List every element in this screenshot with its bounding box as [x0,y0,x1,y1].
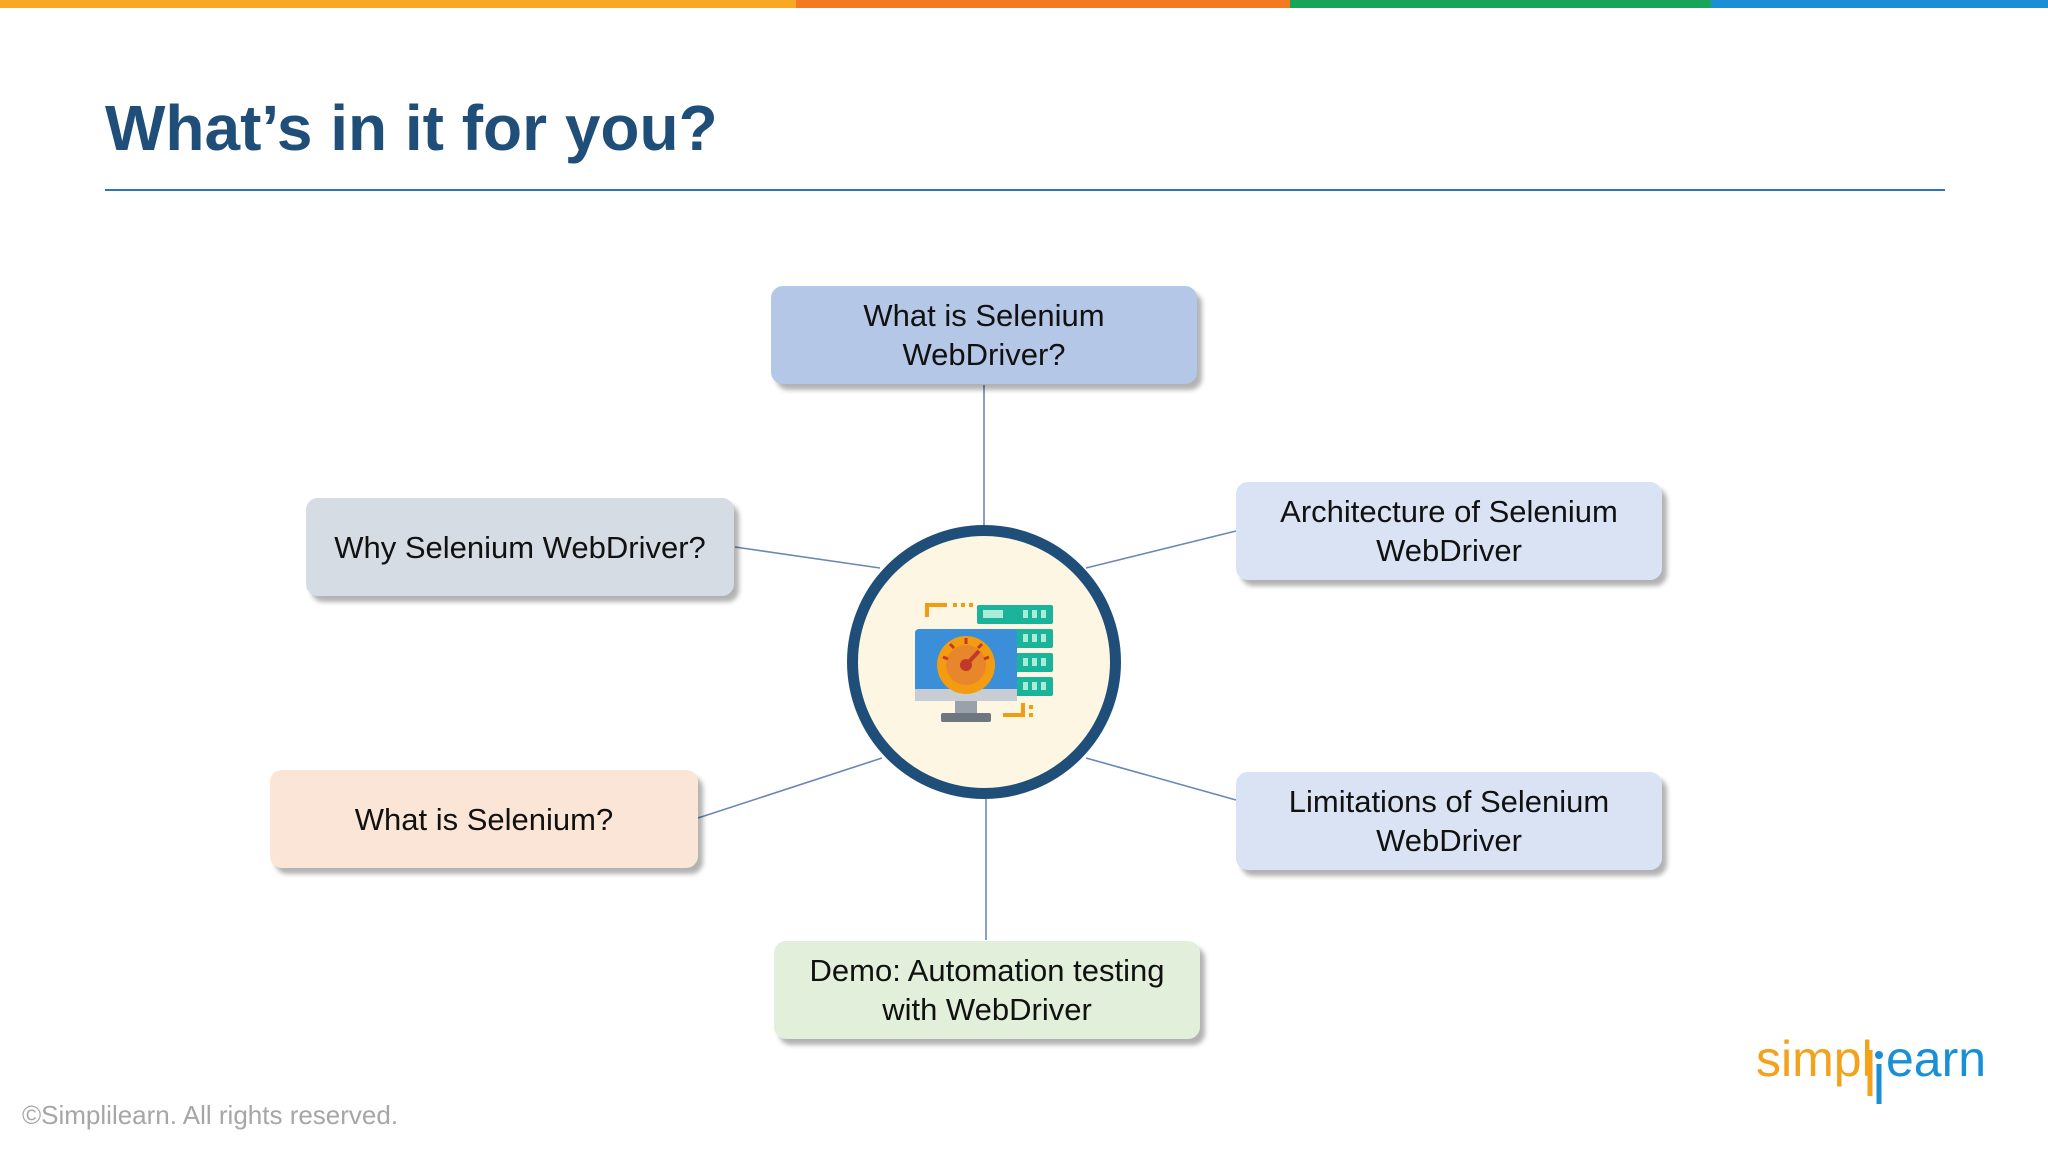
connector-lower-left [697,757,883,819]
node-architecture-of-selenium-webdriver: Architecture of Selenium WebDriver [1236,482,1662,580]
top-color-stripe [0,0,2048,8]
node-what-is-selenium-webdriver: What is Selenium WebDriver? [771,286,1197,384]
stripe-orange-yellow [0,0,796,8]
server-monitor-speedometer-icon [915,603,1053,722]
central-hub-circle [847,525,1121,799]
node-demo-automation-testing: Demo: Automation testing with WebDriver [774,941,1200,1039]
node-limitations-of-selenium-webdriver: Limitations of Selenium WebDriver [1236,772,1662,870]
simplilearn-logo: simpl earn [1756,1036,1986,1104]
title-underline [105,189,1945,191]
slide-title: What’s in it for you? [105,92,718,164]
stripe-green [1290,0,1711,8]
svg-text:simpl: simpl [1756,1036,1873,1087]
connector-upper-right [1085,530,1237,569]
connector-upper-left [734,546,881,569]
node-what-is-selenium: What is Selenium? [270,770,698,868]
stripe-orange [796,0,1290,8]
copyright-footer: ©Simplilearn. All rights reserved. [22,1100,399,1130]
svg-text:earn: earn [1886,1036,1986,1087]
connector-lower-right [1085,757,1237,801]
stripe-blue [1711,0,2048,8]
node-why-selenium-webdriver: Why Selenium WebDriver? [306,498,734,596]
